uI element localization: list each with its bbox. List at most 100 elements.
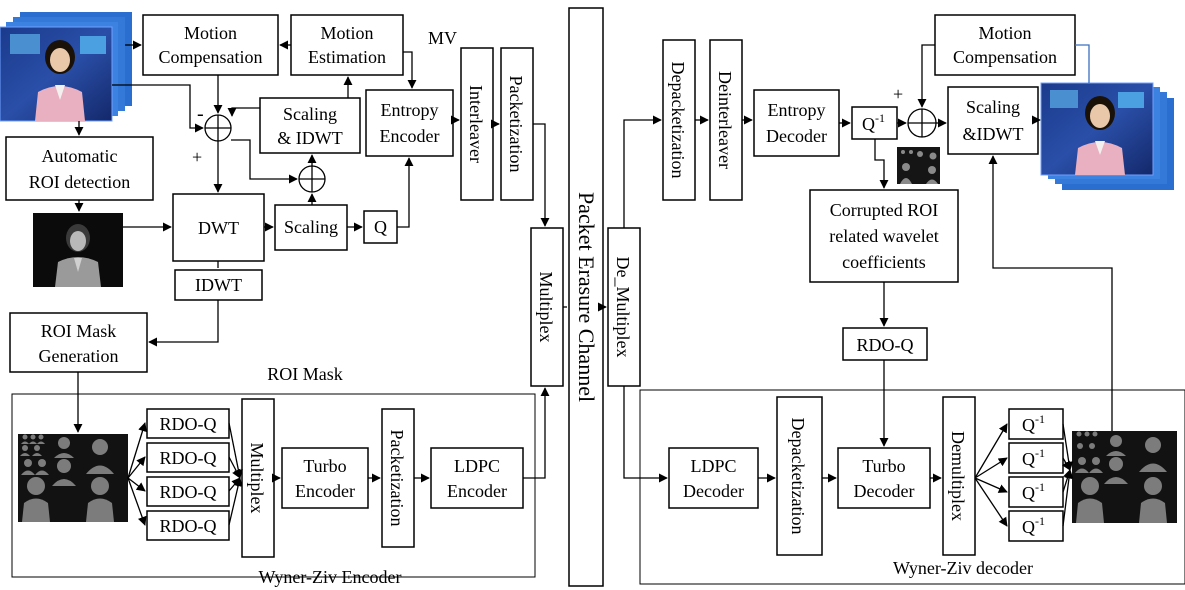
- svg-text:& IDWT: & IDWT: [277, 128, 342, 148]
- svg-text:Decoder: Decoder: [854, 481, 915, 501]
- inverse-quantizer-box-wz-2: Q-1: [1008, 442, 1064, 474]
- svg-text:Wyner-Ziv decoder: Wyner-Ziv decoder: [893, 558, 1033, 578]
- svg-text:De_Multiplex: De_Multiplex: [613, 257, 633, 358]
- svg-text:LDPC: LDPC: [690, 456, 736, 476]
- svg-text:Entropy: Entropy: [768, 100, 826, 120]
- svg-text:Compensation: Compensation: [159, 47, 263, 67]
- entropy-decoder-box: Entropy Decoder: [753, 89, 840, 157]
- wyner-ziv-decoder-frame: Wyner-Ziv decoder: [639, 389, 1185, 585]
- svg-text:RDO-Q: RDO-Q: [857, 335, 914, 355]
- depacketization-box-decoder: Depacketization: [662, 39, 696, 201]
- connection-lines: [73, 40, 1113, 527]
- svg-text:Encoder: Encoder: [295, 481, 355, 501]
- scaling-idwt-box-decoder: Scaling &IDWT: [947, 86, 1039, 155]
- roi-mask-generation-box: ROI Mask Generation: [9, 312, 148, 373]
- inverse-quantizer-box-decoder: Q-1: [851, 106, 898, 140]
- svg-text:RDO-Q: RDO-Q: [160, 482, 217, 502]
- corrupted-roi-box: Corrupted ROI related wavelet coefficien…: [809, 189, 959, 283]
- svg-text:Motion: Motion: [184, 23, 237, 43]
- svg-text:Motion: Motion: [320, 23, 373, 43]
- scaling-box: Scaling: [274, 204, 348, 251]
- rdo-q-box-wz-2: RDO-Q: [146, 442, 230, 473]
- multiplex-box-wz: Multiplex: [241, 398, 275, 558]
- svg-text:Scaling: Scaling: [283, 104, 337, 124]
- roi-mask-image-encoder: [18, 434, 128, 522]
- svg-text:Encoder: Encoder: [447, 481, 507, 501]
- svg-text:coefficients: coefficients: [842, 252, 926, 272]
- automatic-roi-detection-box: Automatic ROI detection: [5, 136, 154, 201]
- svg-text:Q-1: Q-1: [1022, 514, 1045, 537]
- svg-text:Q-1: Q-1: [1022, 412, 1045, 435]
- svg-text:Multiplex: Multiplex: [247, 443, 267, 514]
- svg-text:Automatic: Automatic: [42, 146, 118, 166]
- svg-text:Generation: Generation: [39, 346, 119, 366]
- svg-text:Q-1: Q-1: [1022, 446, 1045, 469]
- svg-text:Q-1: Q-1: [862, 111, 885, 134]
- svg-text:Packetization: Packetization: [506, 76, 526, 173]
- svg-text:RDO-Q: RDO-Q: [160, 448, 217, 468]
- minus-sign: -: [197, 103, 204, 125]
- turbo-decoder-box: Turbo Decoder: [837, 447, 931, 509]
- svg-text:ROI Mask: ROI Mask: [41, 321, 117, 341]
- roi-detected-image: [33, 213, 123, 287]
- ldpc-encoder-box: LDPC Encoder: [430, 447, 524, 509]
- turbo-encoder-box: Turbo Encoder: [281, 447, 369, 509]
- quantizer-box: Q: [363, 210, 398, 244]
- svg-text:Wyner-Ziv Encoder: Wyner-Ziv Encoder: [259, 567, 402, 587]
- svg-text:Motion: Motion: [978, 23, 1031, 43]
- svg-text:Q: Q: [374, 217, 387, 237]
- motion-estimation-box: Motion Estimation: [290, 14, 404, 76]
- dwt-box: DWT: [172, 193, 265, 262]
- interleaver-box: Interleaver: [460, 47, 494, 201]
- svg-text:Turbo: Turbo: [862, 456, 905, 476]
- svg-text:RDO-Q: RDO-Q: [160, 516, 217, 536]
- scaling-idwt-box-encoder: Scaling & IDWT: [259, 97, 361, 154]
- svg-text:LDPC: LDPC: [454, 456, 500, 476]
- deinterleaver-box: Deinterleaver: [709, 39, 743, 201]
- svg-text:Packetization: Packetization: [387, 430, 407, 527]
- idwt-box: IDWT: [174, 269, 263, 301]
- de-multiplex-box: De_Multiplex: [607, 227, 641, 387]
- svg-text:Depacketization: Depacketization: [668, 62, 688, 179]
- rdo-q-box-wz-4: RDO-Q: [146, 510, 230, 541]
- svg-text:Packet Erasure Channel: Packet Erasure Channel: [574, 192, 599, 402]
- svg-text:ROI detection: ROI detection: [29, 172, 130, 192]
- svg-text:Decoder: Decoder: [683, 481, 744, 501]
- svg-text:Scaling: Scaling: [284, 217, 338, 237]
- svg-text:Estimation: Estimation: [308, 47, 386, 67]
- svg-text:Q-1: Q-1: [1022, 480, 1045, 503]
- plus-sign-decoder: +: [893, 84, 903, 104]
- addition-junction-decoder: [907, 108, 937, 138]
- roi-mask-image-decoder: [1072, 431, 1177, 523]
- demultiplex-box: Demultiplex: [942, 396, 976, 556]
- ldpc-decoder-box: LDPC Decoder: [668, 447, 759, 509]
- svg-text:Interleaver: Interleaver: [466, 85, 486, 163]
- plus-sign-encoder: +: [192, 147, 202, 167]
- svg-text:IDWT: IDWT: [195, 275, 242, 295]
- subtraction-junction: [204, 114, 232, 142]
- svg-text:Corrupted ROI: Corrupted ROI: [830, 200, 938, 220]
- svg-text:Deinterleaver: Deinterleaver: [715, 71, 735, 169]
- wyner-ziv-encoder-frame: Wyner-Ziv Encoder: [11, 393, 536, 587]
- addition-junction-encoder: [298, 165, 326, 193]
- svg-text:Decoder: Decoder: [766, 126, 827, 146]
- roi-mask-thumbnail-decoder: [897, 147, 940, 184]
- svg-text:RDO-Q: RDO-Q: [160, 414, 217, 434]
- mv-label: MV: [428, 28, 457, 48]
- packetization-box-wz: Packetization: [381, 408, 415, 548]
- rdo-q-box-wz-3: RDO-Q: [146, 476, 230, 507]
- inverse-quantizer-box-wz-3: Q-1: [1008, 476, 1064, 508]
- rdo-q-box-wz-1: RDO-Q: [146, 408, 230, 439]
- svg-text:Scaling: Scaling: [966, 97, 1020, 117]
- svg-text:Entropy: Entropy: [381, 100, 439, 120]
- entropy-encoder-box: Entropy Encoder: [365, 89, 454, 157]
- svg-text:&IDWT: &IDWT: [963, 124, 1024, 144]
- svg-text:Encoder: Encoder: [380, 126, 440, 146]
- svg-text:Turbo: Turbo: [303, 456, 346, 476]
- input-video-frames: [0, 12, 132, 122]
- inverse-quantizer-box-wz-1: Q-1: [1008, 408, 1064, 440]
- svg-text:DWT: DWT: [198, 218, 239, 238]
- svg-text:related wavelet: related wavelet: [829, 226, 938, 246]
- packetization-box-encoder: Packetization: [500, 47, 534, 201]
